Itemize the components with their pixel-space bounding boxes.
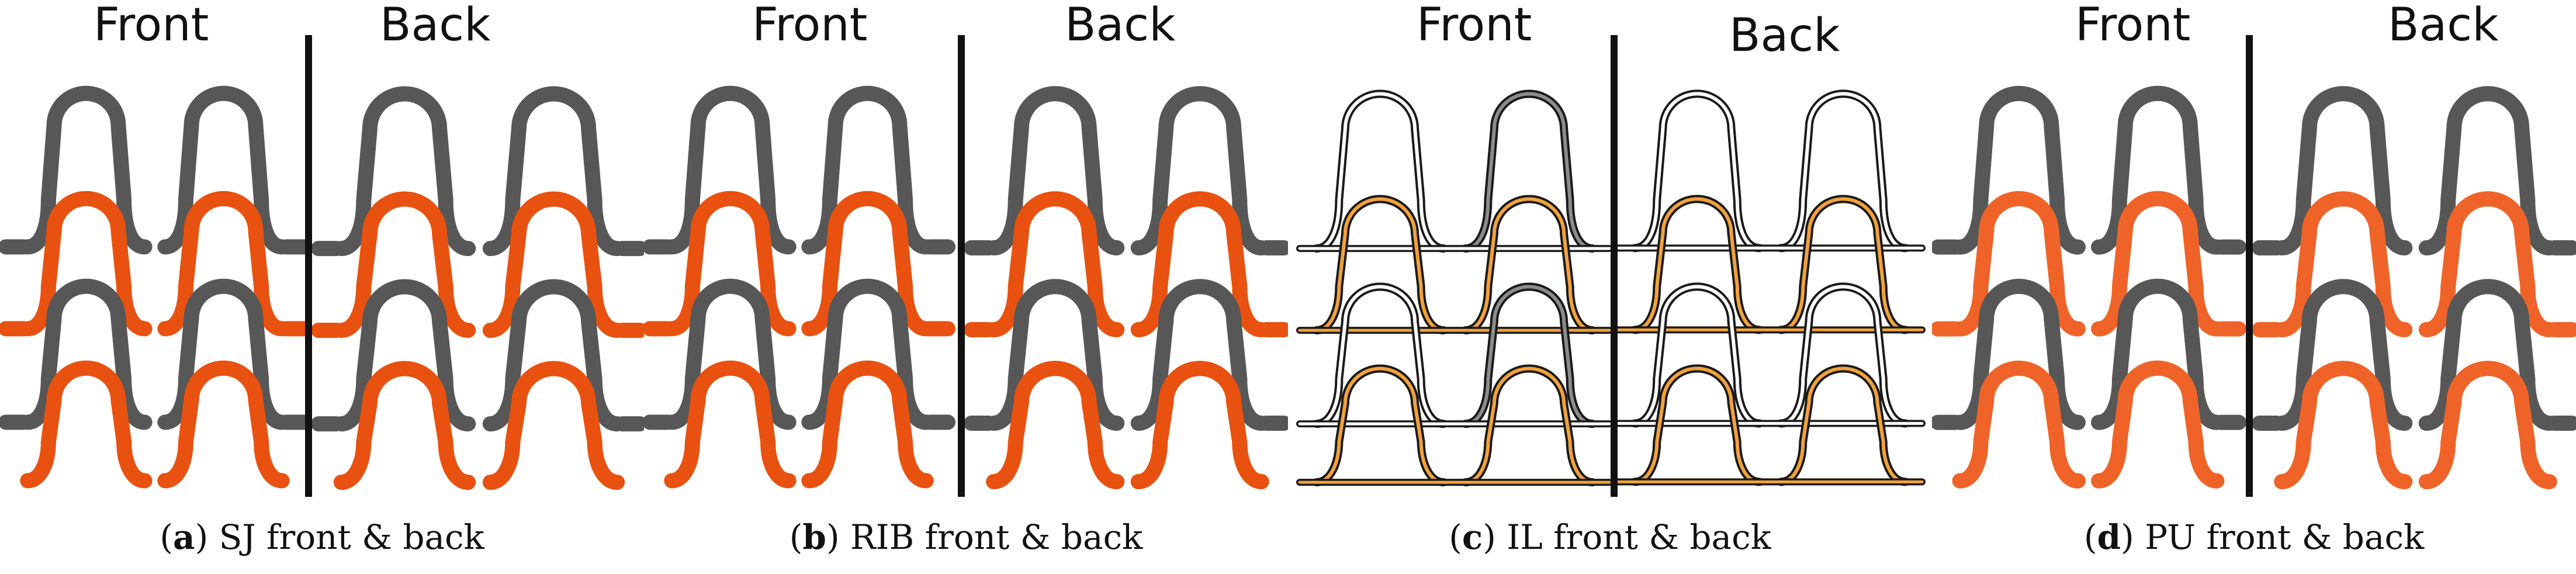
- orange-yarn-loop: [157, 360, 290, 489]
- yarn-core: [1779, 197, 1907, 332]
- panel-d-pu: Front Back (d) PU front & back: [1932, 0, 2576, 574]
- orange-yarn-loop: [1130, 361, 1269, 490]
- panel-b-rib: Front Back (b) RIB front & back: [644, 0, 1288, 574]
- orange-yarn-loop: [2091, 360, 2225, 489]
- front-label: Front: [752, 0, 868, 51]
- gray-yarn-loop: [333, 279, 476, 432]
- yarn-core: [1779, 92, 1907, 250]
- pu-knit-diagram: [1932, 35, 2576, 497]
- gray-yarn-loop: [2418, 279, 2557, 431]
- orange-yarn-loop: [986, 361, 1125, 490]
- front-label: Front: [94, 0, 209, 51]
- gray-yarn-loop: [482, 86, 625, 257]
- panel-c-il: Front Back (c) IL front & back: [1288, 0, 1932, 574]
- yarn-core: [1779, 366, 1907, 484]
- yarn-core: [1314, 285, 1446, 426]
- front-knit: [1932, 85, 2246, 489]
- panel-a-sj: Front Back (a) SJ front & back: [0, 0, 644, 574]
- caption-letter: a: [172, 517, 195, 557]
- caption: (b) RIB front & back: [789, 517, 1143, 557]
- yarn-core: [1633, 285, 1761, 426]
- orange-yarn-loop: [664, 191, 797, 337]
- gray-yarn-loop: [333, 86, 476, 257]
- yarn-core: [1463, 92, 1595, 251]
- yarn-core: [1314, 197, 1446, 333]
- orange-yarn-loop: [2418, 361, 2557, 490]
- il-knit-diagram: [1296, 35, 1926, 497]
- orange-yarn-loop: [801, 360, 934, 489]
- yarn-core: [1463, 285, 1595, 426]
- orange-yarn-loop: [333, 361, 476, 490]
- orange-yarn-loop: [2418, 191, 2557, 338]
- front-knit: [0, 85, 311, 489]
- back-knit: [311, 86, 644, 490]
- back-label: Back: [2388, 0, 2499, 51]
- gray-yarn-loop: [664, 85, 797, 255]
- gray-yarn-loop: [2274, 86, 2413, 256]
- gray-yarn-loop: [1952, 85, 2086, 255]
- caption-letter: d: [2097, 517, 2121, 557]
- orange-yarn-loop: [157, 191, 290, 337]
- front-knit: [1296, 89, 1613, 487]
- back-label: Back: [1729, 9, 1840, 62]
- front-label: Front: [1417, 0, 1532, 51]
- orange-yarn-loop: [2274, 361, 2413, 490]
- sj-knit-diagram: [0, 35, 644, 497]
- yarn-core: [1633, 366, 1761, 484]
- orange-yarn-loop: [20, 360, 153, 489]
- orange-yarn-loop: [664, 360, 797, 489]
- yarn-core: [1779, 285, 1907, 426]
- caption-text: RIB front & back: [850, 517, 1143, 557]
- gray-yarn-loop: [2274, 279, 2413, 431]
- gray-yarn-loop: [1130, 86, 1269, 256]
- orange-yarn-loop: [1952, 191, 2086, 337]
- gray-yarn-loop: [157, 85, 290, 255]
- yarn-core: [1633, 92, 1761, 250]
- gray-yarn-loop: [986, 86, 1125, 256]
- orange-yarn-loop: [333, 191, 476, 338]
- gray-yarn-loop: [20, 85, 153, 255]
- back-knit: [964, 86, 1288, 490]
- front-label: Front: [2075, 0, 2191, 51]
- orange-yarn-loop: [2091, 191, 2225, 337]
- caption: (d) PU front & back: [2083, 517, 2425, 557]
- yarn-core: [1633, 197, 1761, 332]
- orange-yarn-loop: [482, 361, 625, 490]
- orange-yarn-loop: [986, 191, 1125, 338]
- gray-yarn-loop: [2091, 85, 2225, 255]
- back-label: Back: [380, 0, 491, 51]
- caption-letter: c: [1462, 517, 1483, 557]
- back-knit: [2252, 86, 2576, 490]
- yarn-core: [1314, 92, 1446, 251]
- yarn-core: [1463, 366, 1595, 485]
- caption-text: IL front & back: [1507, 517, 1771, 557]
- caption-letter: b: [802, 517, 826, 557]
- orange-yarn-loop: [482, 191, 625, 338]
- rib-knit-diagram: [644, 35, 1288, 497]
- orange-yarn-loop: [20, 191, 153, 337]
- orange-yarn-loop: [1952, 360, 2086, 489]
- caption: (a) SJ front & back: [160, 517, 484, 557]
- gray-yarn-loop: [1130, 279, 1269, 431]
- caption-text: PU front & back: [2145, 517, 2425, 557]
- caption-text: SJ front & back: [219, 517, 484, 557]
- yarn-core: [1463, 197, 1595, 333]
- orange-yarn-loop: [2274, 191, 2413, 338]
- yarn-core: [1314, 366, 1446, 485]
- front-knit: [644, 85, 955, 489]
- caption: (c) IL front & back: [1449, 517, 1771, 557]
- gray-yarn-loop: [482, 279, 625, 432]
- gray-yarn-loop: [801, 85, 934, 255]
- back-label: Back: [1065, 0, 1176, 51]
- gray-yarn-loop: [986, 279, 1125, 431]
- orange-yarn-loop: [1130, 191, 1269, 338]
- back-knit: [1615, 89, 1926, 486]
- gray-yarn-loop: [2418, 86, 2557, 256]
- orange-yarn-loop: [801, 191, 934, 337]
